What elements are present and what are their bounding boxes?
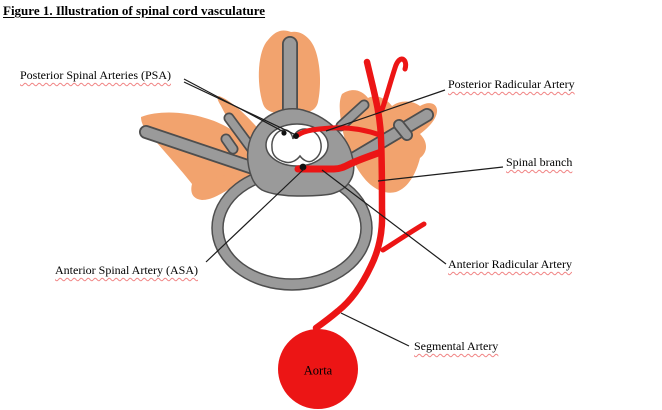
aorta-shape <box>278 329 358 409</box>
label-anterior-radicular-artery: Anterior Radicular Artery <box>448 257 572 271</box>
label-segmental-artery: Segmental Artery <box>414 339 499 353</box>
segmental-leader-line <box>340 312 410 347</box>
posterior-radicular-leader-line <box>325 89 446 132</box>
right-bone-stub <box>394 120 412 140</box>
lower-right-branch-artery <box>380 221 427 253</box>
asa-leader-line <box>205 168 305 263</box>
label-anterior-spinal-artery: Anterior Spinal Artery (ASA) <box>55 263 198 277</box>
psa-leader-line-2 <box>183 81 295 135</box>
psa-right-dot <box>293 133 299 139</box>
dorsal-branch-artery <box>379 56 409 113</box>
label-posterior-spinal-arteries: Posterior Spinal Arteries (PSA) <box>20 68 171 82</box>
figure-title: Figure 1. Illustration of spinal cord va… <box>3 3 266 18</box>
posterior-radicular-artery-path <box>295 125 383 138</box>
label-aorta: Aorta <box>303 363 333 378</box>
right-transverse-process <box>347 109 433 165</box>
left-bone-fragment <box>222 135 237 153</box>
right-articular-process <box>337 101 368 130</box>
label-posterior-radicular-artery: Posterior Radicular Artery <box>448 77 575 91</box>
segmental-trunk-artery <box>312 58 386 332</box>
asa-dot <box>299 163 307 171</box>
anterior-radicular-leader-line <box>321 169 447 265</box>
label-spinal-branch: Spinal branch <box>506 155 573 169</box>
spinal-branch-leader-line <box>377 166 504 182</box>
left-transverse-process <box>140 126 262 175</box>
anterior-radicular-artery-path <box>294 148 385 173</box>
